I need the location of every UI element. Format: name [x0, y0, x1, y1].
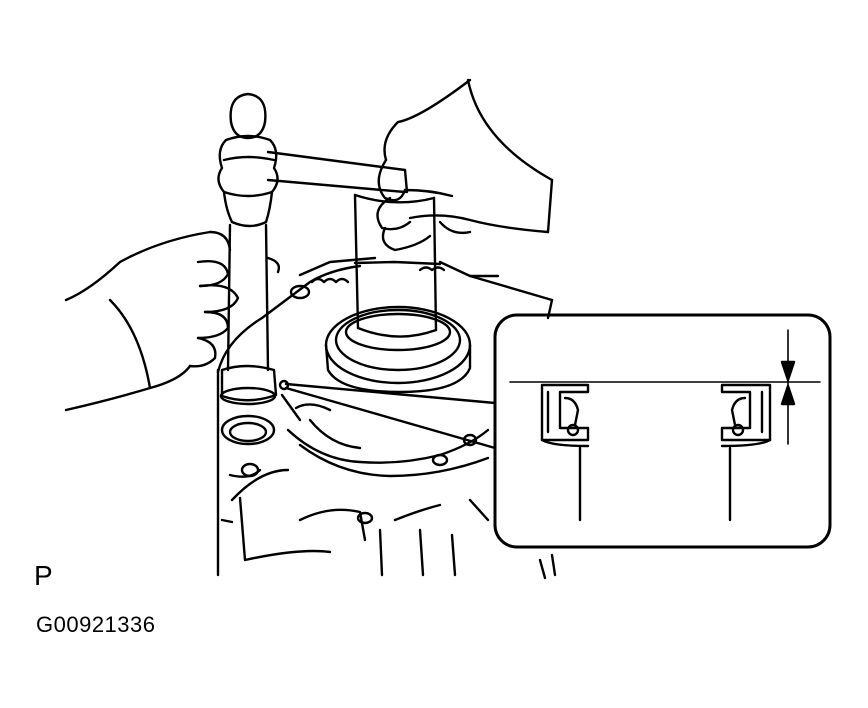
left-hand — [66, 232, 279, 410]
seal-installer-tool — [355, 195, 436, 337]
detail-callout — [495, 315, 830, 547]
figure-id-label: G00921336 — [36, 612, 156, 637]
hammer — [218, 94, 407, 404]
callout-leaders — [280, 381, 495, 448]
right-hand — [378, 80, 553, 250]
seal-bore — [326, 307, 470, 392]
transmission-case — [218, 258, 555, 578]
view-code-label: P — [34, 560, 53, 591]
